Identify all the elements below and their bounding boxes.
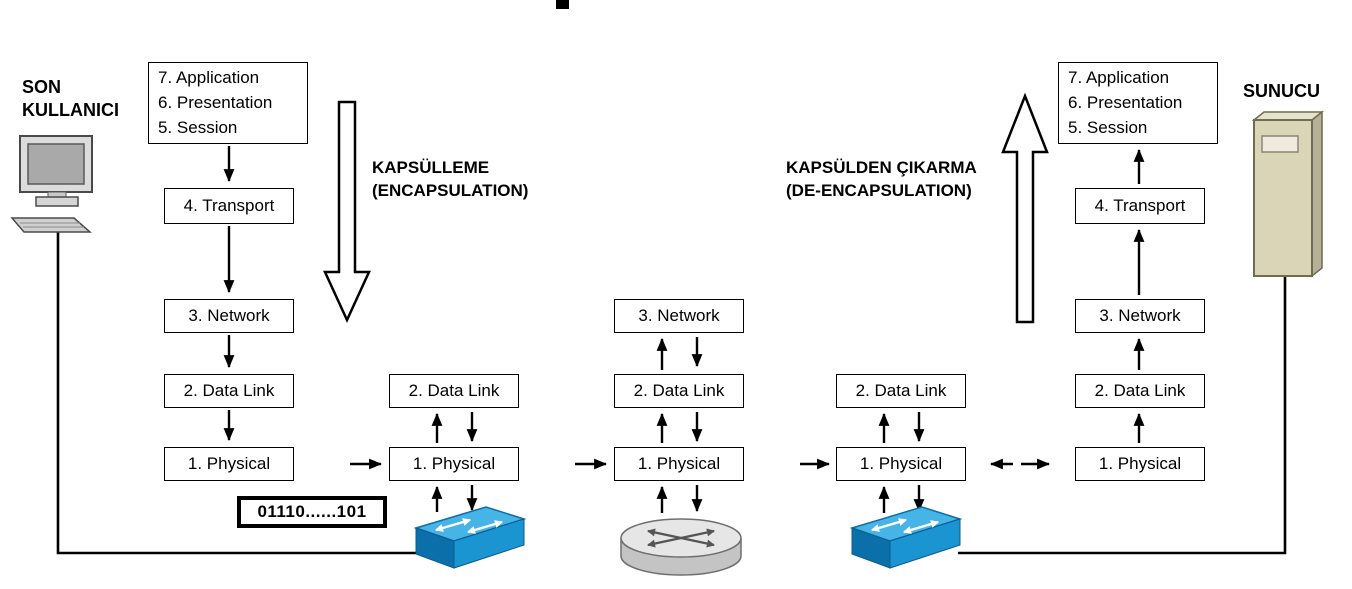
switch2-layer-datalink-box: 2. Data Link [836, 374, 966, 408]
encapsulation-label-line1: KAPSÜLLEME [372, 158, 490, 177]
router-icon [620, 518, 742, 576]
left-layer-application: 7. Application [158, 68, 260, 87]
de-encapsulation-label: KAPSÜLDEN ÇIKARMA (DE-ENCAPSULATION) [786, 156, 977, 202]
switch1-layer-datalink-box: 2. Data Link [389, 374, 519, 408]
bit-stream-box: 01110......101 [237, 496, 387, 528]
end-user-label-line1: SON [22, 77, 62, 97]
left-layer-session: 5. Session [158, 118, 238, 137]
right-layer-session: 5. Session [1068, 118, 1148, 137]
router-stack-arrows [656, 337, 703, 513]
top-edge-mark [556, 0, 569, 9]
left-upper-layers-box: 7. Application 6. Presentation 5. Sessio… [148, 62, 308, 144]
network-switch-icon [413, 506, 527, 569]
router-layer-physical-box: 1. Physical [614, 447, 744, 481]
right-layer-datalink-box: 2. Data Link [1075, 374, 1205, 408]
switch2-stack-arrows [878, 412, 925, 513]
right-layer-application: 7. Application [1068, 68, 1170, 87]
de-encapsulation-label-line2: (DE-ENCAPSULATION) [786, 181, 972, 200]
right-layer-transport-box: 4. Transport [1075, 188, 1205, 224]
left-layer-datalink-box: 2. Data Link [164, 374, 294, 408]
de-encapsulation-label-line1: KAPSÜLDEN ÇIKARMA [786, 158, 977, 177]
encapsulation-label: KAPSÜLLEME (ENCAPSULATION) [372, 156, 528, 202]
switch2-layer-physical-box: 1. Physical [836, 447, 966, 481]
switch1-layer-physical-box: 1. Physical [389, 447, 519, 481]
right-layer-presentation: 6. Presentation [1068, 93, 1183, 112]
left-layer-network-box: 3. Network [164, 299, 294, 333]
end-user-label-line2: KULLANICI [22, 100, 119, 120]
right-layer-physical-box: 1. Physical [1075, 447, 1205, 481]
switch1-stack-arrows [431, 412, 478, 512]
end-user-label: SON KULLANICI [22, 76, 119, 122]
left-layer-presentation: 6. Presentation [158, 93, 273, 112]
router-layer-network-box: 3. Network [614, 299, 744, 333]
de-encapsulation-up-arrow [1001, 92, 1049, 324]
network-switch-icon [849, 506, 963, 569]
router-layer-datalink-box: 2. Data Link [614, 374, 744, 408]
network-cables [56, 230, 1287, 555]
left-layer-transport-box: 4. Transport [164, 188, 294, 224]
right-layer-network-box: 3. Network [1075, 299, 1205, 333]
right-upper-layers-box: 7. Application 6. Presentation 5. Sessio… [1058, 62, 1218, 144]
left-layer-physical-box: 1. Physical [164, 447, 294, 481]
desktop-computer-icon [10, 135, 93, 233]
server-tower-icon [1251, 110, 1325, 278]
server-label: SUNUCU [1243, 81, 1321, 101]
encapsulation-label-line2: (ENCAPSULATION) [372, 181, 529, 200]
encapsulation-down-arrow [323, 100, 371, 324]
